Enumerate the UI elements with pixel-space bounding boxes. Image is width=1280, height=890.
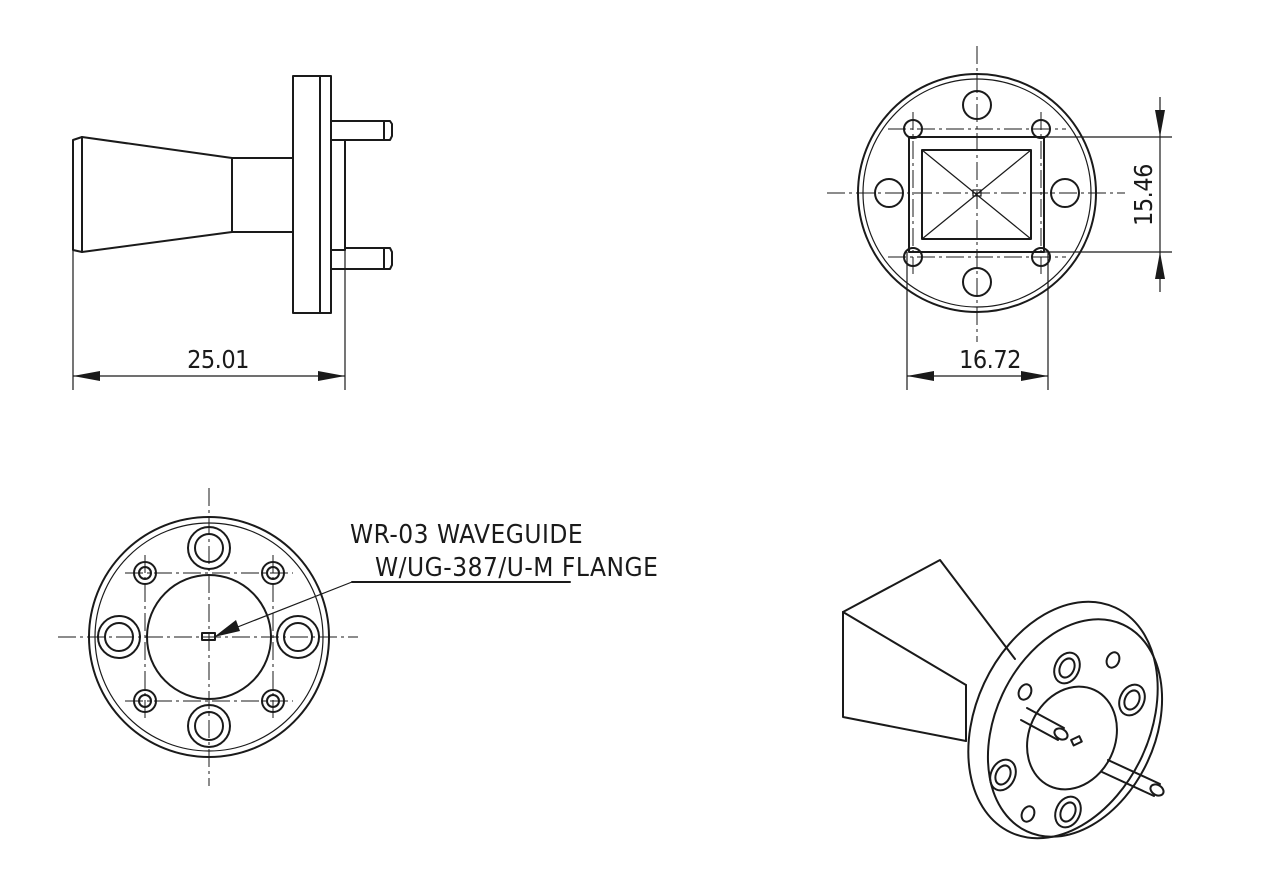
side-view: 25.01 <box>72 75 393 390</box>
dimension-length-label: 25.01 <box>187 345 249 374</box>
note-line-2: W/UG-387/U-M FLANGE <box>375 553 658 583</box>
dimension-height-label: 15.46 <box>1129 164 1158 226</box>
isometric-view <box>842 559 1165 840</box>
note-line-1: WR-03 WAVEGUIDE <box>350 520 583 550</box>
flange-face-view: WR-03 WAVEGUIDE W/UG-387/U-M FLANGE <box>58 488 658 786</box>
dimension-width-label: 16.72 <box>959 345 1021 374</box>
front-view: 16.72 15.46 <box>827 46 1172 390</box>
